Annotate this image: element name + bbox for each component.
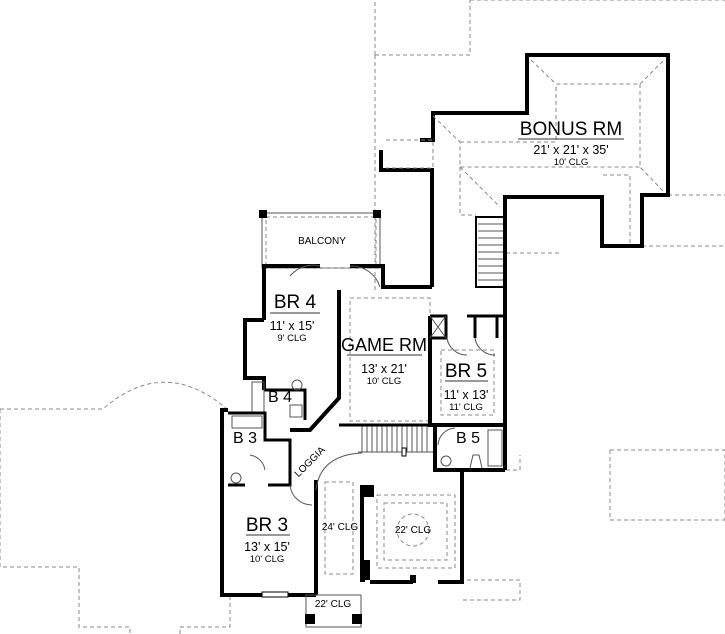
bath-3: B 3 — [220, 408, 316, 597]
bedroom-5: BR 5 11' x 13' 11' CLG — [428, 314, 505, 427]
br3-size: 13' x 15' — [244, 540, 290, 554]
br4-name: BR 4 — [274, 292, 317, 313]
loggia-label: LOGGIA — [293, 445, 328, 480]
game-room-ceiling: 10' CLG — [367, 376, 402, 387]
br5-size: 11' x 13' — [444, 388, 489, 402]
porch: 22' CLG — [305, 594, 362, 628]
br4-ceiling: 9' CLG — [277, 333, 306, 344]
bath-4: B 4 — [251, 379, 307, 420]
hall-ceiling: 24' CLG — [322, 522, 359, 533]
br5-ceiling: 11' CLG — [449, 402, 483, 413]
balcony-label: BALCONY — [298, 236, 346, 247]
stair-upper — [475, 216, 505, 288]
br5-name: BR 5 — [445, 361, 487, 382]
game-room-size: 13' x 21' — [361, 362, 407, 376]
b4-label: B 4 — [268, 389, 292, 406]
bonus-room-ceiling: 10' CLG — [554, 157, 589, 168]
loggia-stair: LOGGIA — [293, 423, 433, 491]
entry-foyer: 24' CLG 22' CLG — [322, 470, 464, 584]
br4-size: 11' x 15' — [270, 319, 315, 333]
game-room-name: GAME RM — [341, 335, 427, 355]
game-room: GAME RM 13' x 21' 10' CLG — [341, 297, 431, 422]
porch-ceiling: 22' CLG — [315, 599, 352, 610]
br3-name: BR 3 — [246, 515, 288, 536]
bonus-room-name: BONUS RM — [520, 119, 622, 140]
balcony: BALCONY — [259, 210, 381, 269]
foyer-ceiling: 22' CLG — [395, 525, 432, 536]
b5-label: B 5 — [456, 430, 480, 447]
bonus-room-size: 21' x 21' x 35' — [533, 143, 608, 157]
b3-label: B 3 — [233, 430, 257, 447]
bonus-room: BONUS RM 21' x 21' x 35' 10' CLG — [379, 53, 670, 470]
br3-ceiling: 10' CLG — [250, 554, 285, 565]
bedroom-3: BR 3 13' x 15' 10' CLG — [244, 480, 318, 598]
bath-5: B 5 — [433, 425, 505, 472]
